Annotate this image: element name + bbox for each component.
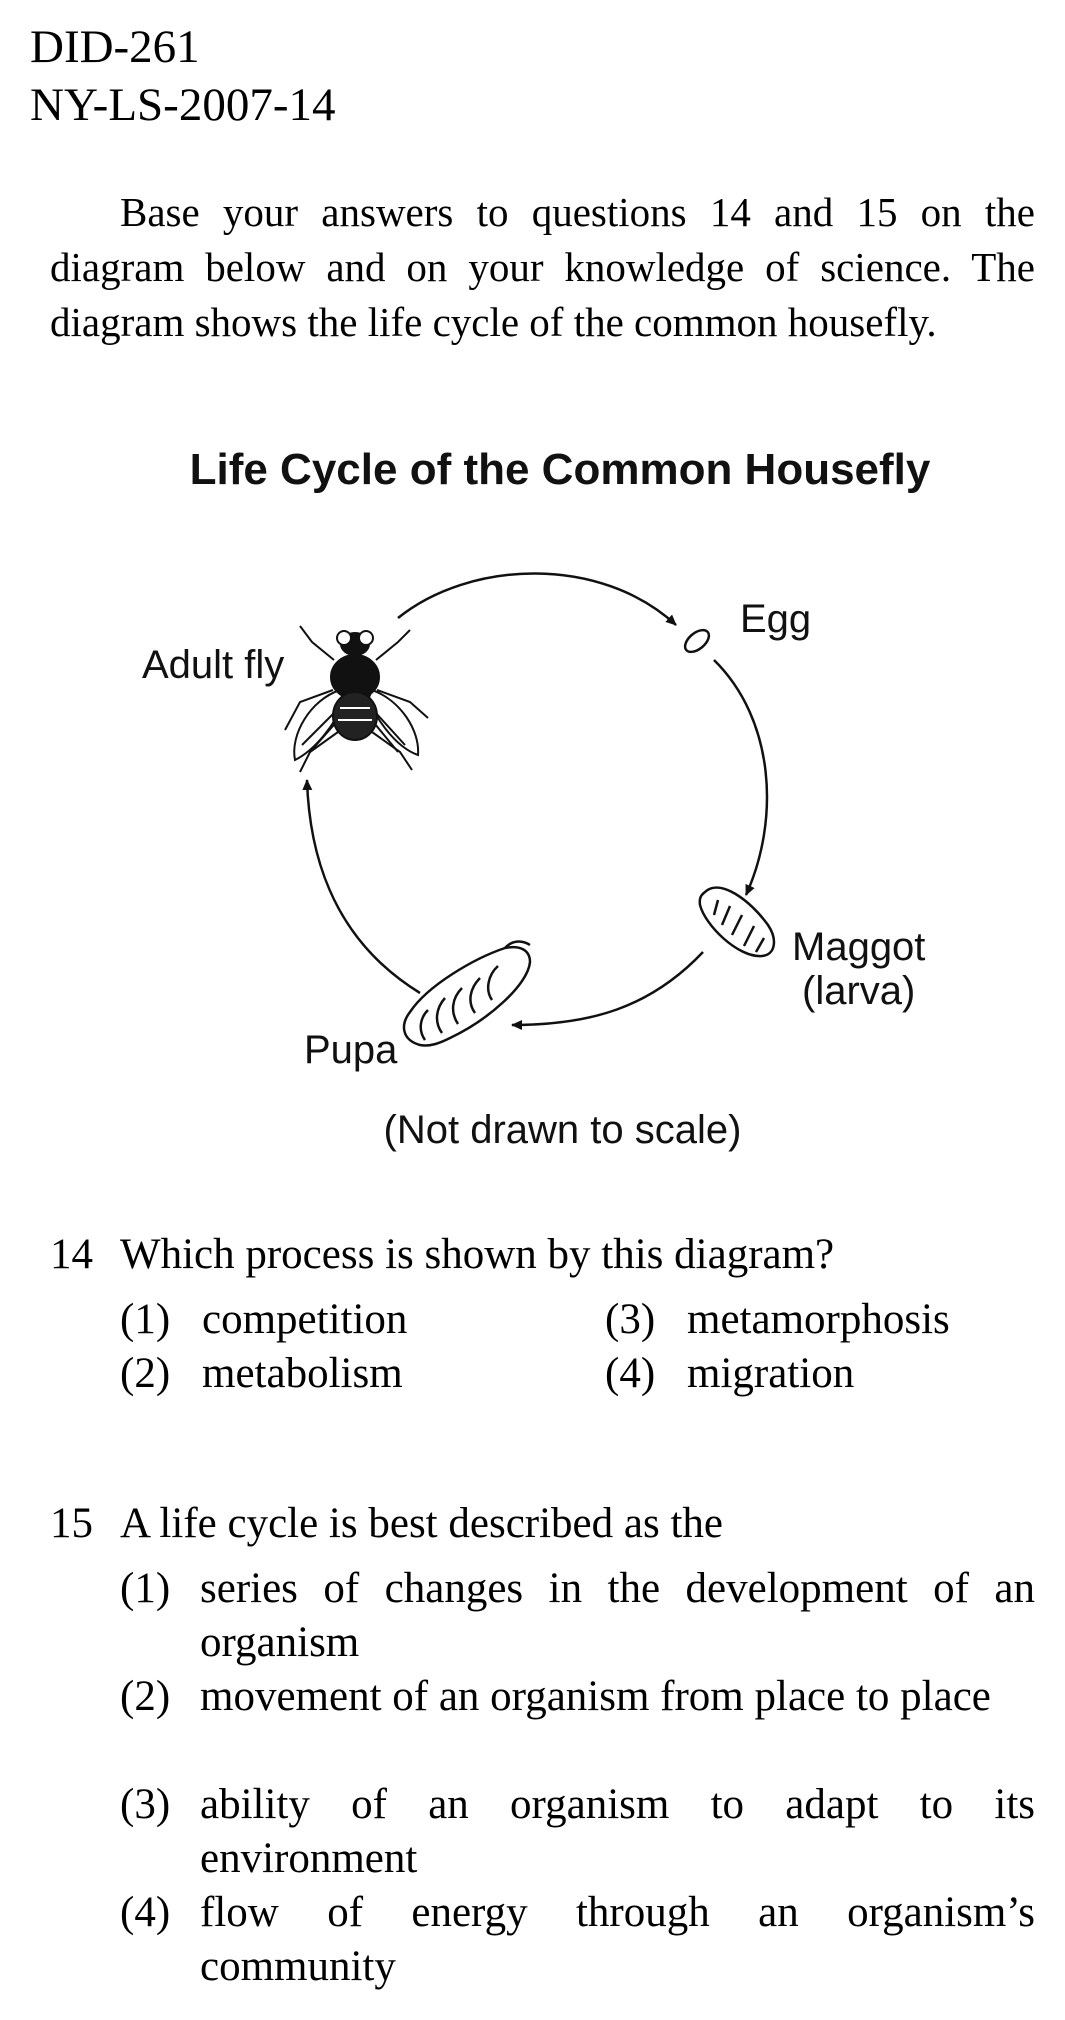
arrow-maggot-to-pupa bbox=[511, 951, 704, 1030]
document-id: DID-261 bbox=[30, 21, 200, 73]
option-text: ability of an organism to adapt to its e… bbox=[200, 1781, 1035, 1882]
option-text: competition bbox=[202, 1296, 408, 1343]
option-number: (1) bbox=[120, 1296, 171, 1343]
label-maggot: Maggot (larva) bbox=[792, 925, 925, 1013]
label-maggot-name: Maggot bbox=[792, 925, 926, 969]
intro-paragraph: Base your answers to questions 14 and 15… bbox=[50, 189, 1035, 345]
label-maggot-larva: (larva) bbox=[802, 969, 916, 1013]
pupa-icon bbox=[402, 940, 532, 1047]
question-14: 14 Which process is shown by this diagram… bbox=[50, 1228, 1040, 1282]
diagram-title: Life Cycle of the Common Housefly bbox=[189, 445, 931, 494]
question-number: 14 bbox=[50, 1231, 93, 1278]
life-cycle-diagram bbox=[284, 572, 776, 1047]
label-adult-fly: Adult fly bbox=[142, 643, 285, 687]
question-text: Which process is shown by this diagram? bbox=[120, 1231, 835, 1278]
question-text: A life cycle is best described as the bbox=[120, 1500, 723, 1547]
q15-option-3[interactable]: (3) ability of an organism to adapt to i… bbox=[120, 1778, 1035, 1886]
label-pupa: Pupa bbox=[304, 1028, 398, 1072]
arrow-egg-to-maggot bbox=[713, 659, 769, 896]
scale-note: (Not drawn to scale) bbox=[383, 1108, 742, 1152]
option-number: (2) bbox=[120, 1350, 171, 1397]
option-number: (1) bbox=[120, 1565, 171, 1612]
option-number: (2) bbox=[120, 1673, 171, 1720]
document-header: DID-261 NY-LS-2007-14 bbox=[30, 18, 335, 134]
option-number: (3) bbox=[120, 1781, 171, 1828]
label-egg: Egg bbox=[740, 597, 812, 641]
maggot-icon bbox=[698, 886, 776, 958]
option-text: metamorphosis bbox=[687, 1296, 950, 1343]
arrow-pupa-to-adult bbox=[302, 779, 421, 995]
q15-option-2[interactable]: (2) movement of an organism from place t… bbox=[120, 1670, 1035, 1724]
q14-option-4[interactable]: (4) migration bbox=[605, 1347, 854, 1401]
egg-icon bbox=[683, 628, 711, 654]
option-text: series of changes in the development of … bbox=[200, 1565, 1035, 1666]
option-number: (4) bbox=[605, 1350, 656, 1397]
q15-option-4[interactable]: (4) flow of energy through an organism’s… bbox=[120, 1886, 1035, 1994]
option-text: migration bbox=[687, 1350, 855, 1397]
question-15: 15 A life cycle is best described as the bbox=[50, 1497, 1040, 1551]
option-number: (3) bbox=[605, 1296, 656, 1343]
option-text: metabolism bbox=[202, 1350, 403, 1397]
q14-option-1[interactable]: (1) competition bbox=[120, 1293, 407, 1347]
exam-code: NY-LS-2007-14 bbox=[30, 79, 336, 131]
option-text: movement of an organism from place to pl… bbox=[200, 1673, 991, 1720]
arrow-adult-to-egg bbox=[397, 572, 677, 626]
adult-fly-icon bbox=[284, 625, 429, 773]
q14-option-2[interactable]: (2) metabolism bbox=[120, 1347, 403, 1401]
q15-option-1[interactable]: (1) series of changes in the development… bbox=[120, 1562, 1035, 1670]
option-number: (4) bbox=[120, 1889, 171, 1936]
question-number: 15 bbox=[50, 1500, 93, 1547]
option-text: flow of energy through an organism’s com… bbox=[200, 1889, 1035, 1990]
q14-option-3[interactable]: (3) metamorphosis bbox=[605, 1293, 950, 1347]
